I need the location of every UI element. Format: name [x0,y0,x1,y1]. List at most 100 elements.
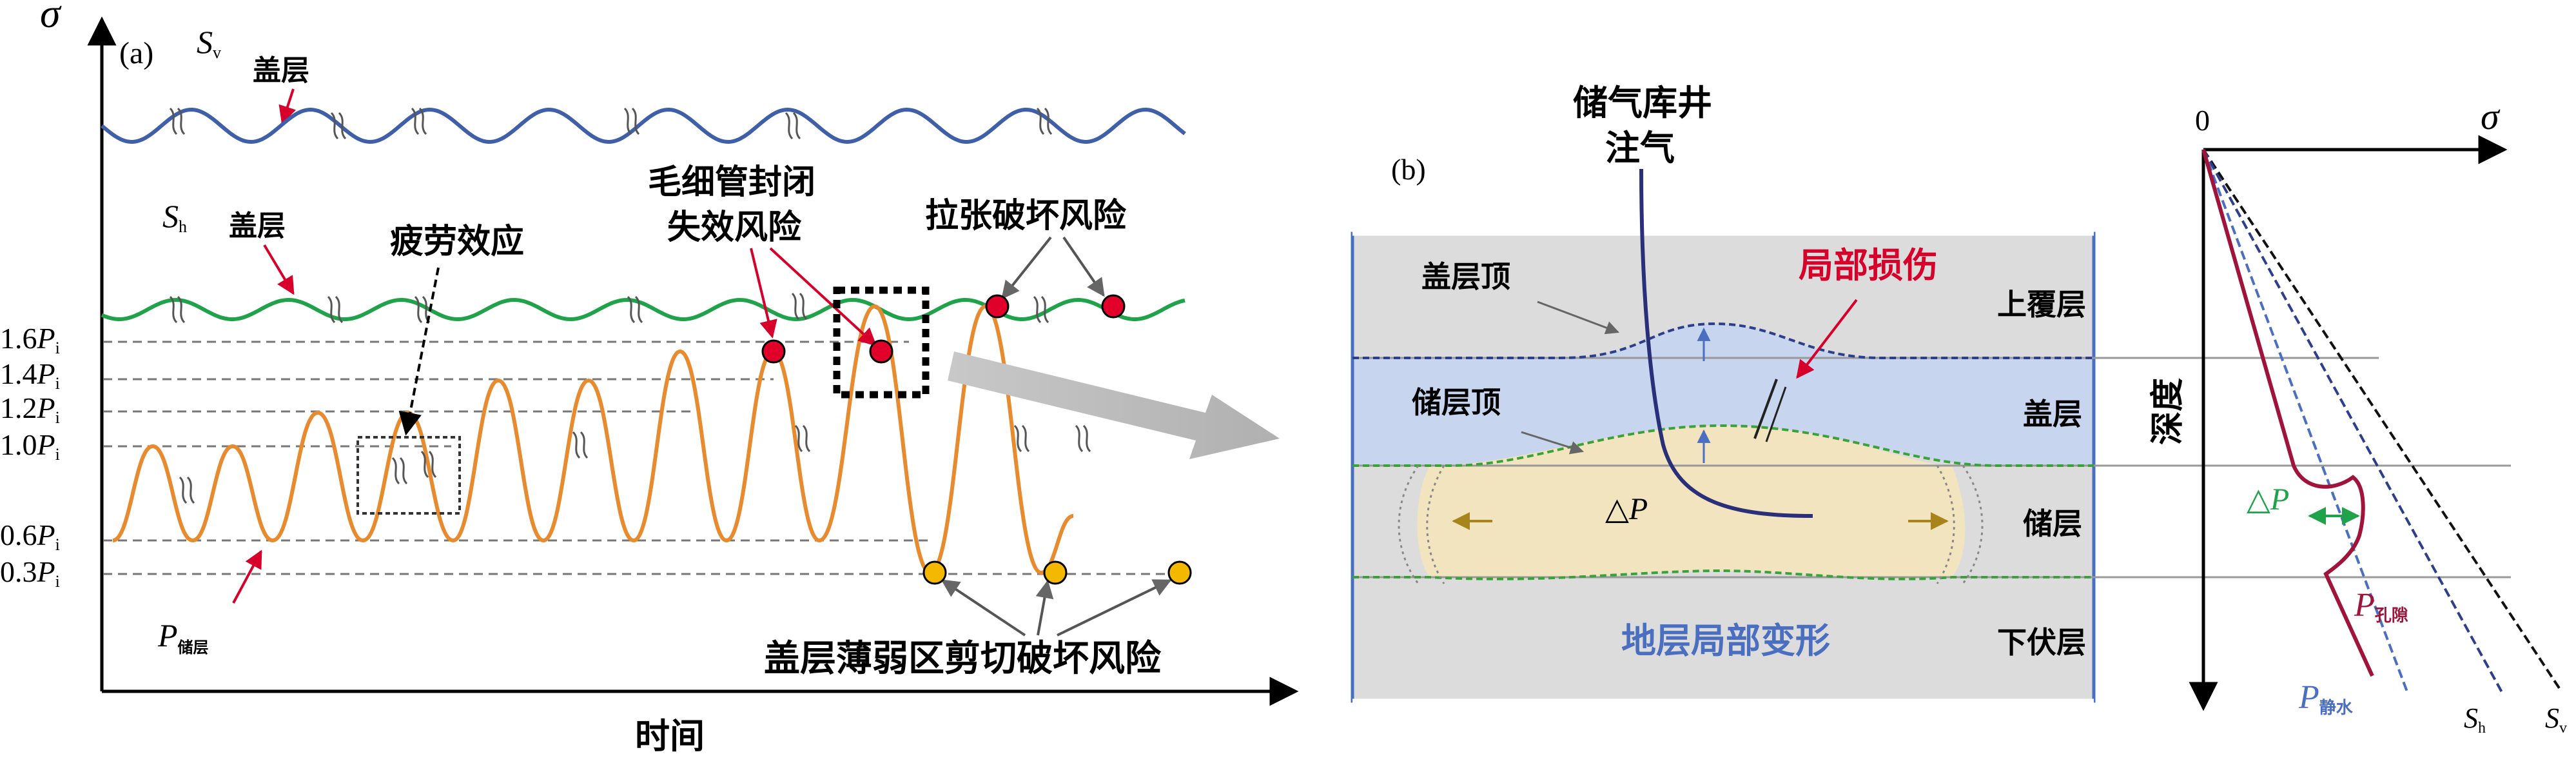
a-sv-label: Sv [197,24,221,62]
a-fatigue-box [356,436,461,515]
a-shear-arrow-2 [1035,580,1054,636]
break-mark [634,295,643,324]
a-focus-box [833,286,930,399]
profile-sh-line [2202,149,2504,694]
a-caprock-label-2: 盖层 [229,210,286,242]
profile-sv-label: Sv [2545,702,2567,736]
a-transition-arrow [948,351,1280,459]
profile-pore-curve [2201,149,2374,677]
break-mark [169,295,178,324]
a-pressure-curve [112,304,1074,575]
break-mark [1021,424,1030,453]
break-mark [338,112,347,140]
break-mark [177,107,186,135]
break-mark [414,295,423,324]
break-mark [335,295,344,324]
a-tensile-label: 拉张破坏风险 [925,197,1127,235]
a-shear-label: 盖层薄弱区剪切破坏风险 [764,638,1162,680]
a-capillary-label-1: 毛细管封闭 [648,163,815,202]
a-shear-arrow-1 [941,579,1026,637]
break-mark [802,424,811,453]
break-mark [623,107,632,135]
panel-a: σ 时间 (a) Sv 盖层 Sh 盖层 1.6Pi 1.4Pi 1.2Pi 1 [0,0,1299,756]
a-sv-curve [101,107,1186,144]
break-mark [1040,295,1049,324]
b-damage-arrow [1796,299,1858,379]
b-cap-top-label: 盖层顶 [1421,259,1510,294]
b-reservoir-bottom-horizon [1352,569,2094,580]
profile-hydro-line [2202,149,2409,694]
level-label-0.6: 0.6Pi [0,519,60,554]
a-caprock-arrow-2 [263,244,295,295]
break-mark [420,450,429,479]
break-mark [177,295,186,324]
level-label-1.2: 1.2Pi [0,391,60,427]
capillary-point-1 [761,339,786,364]
break-mark [399,457,408,485]
profile-origin: 0 [2195,104,2210,137]
profile-sigma: σ [2481,95,2501,137]
b-well-label-2: 注气 [1605,128,1675,168]
a-break-marks [169,107,1091,504]
break-mark [418,107,427,135]
break-mark [799,292,808,321]
break-mark [391,457,400,485]
tensile-point-1 [985,294,1010,319]
b-damage-label: 局部损伤 [1799,245,1938,286]
profile-hydro-label: P静水 [2298,679,2354,718]
tensile-point-2 [1101,294,1126,319]
break-mark [791,292,800,321]
break-mark [792,112,801,140]
a-level-labels: 1.6Pi 1.4Pi 1.2Pi 1.0Pi 0.6Pi 0.3Pi [0,322,60,591]
a-panel-tag: (a) [119,36,153,70]
b-deformation-label: 地层局部变形 [1621,620,1830,661]
break-mark [411,107,420,135]
profile-pore-label: P孔隙 [2354,587,2408,626]
break-mark [572,431,581,459]
break-mark [1082,424,1091,453]
b-reservoir-top-horizon [1352,424,2094,467]
b-layer-caprock: 盖层 [2023,397,2082,431]
b-res-top-arrow [1521,431,1585,455]
a-tensile-arrow-2 [1062,236,1105,297]
a-y-axis-label: σ [40,0,62,36]
b-cap-top-arrow [1537,301,1619,335]
b-layer-underburden: 下伏层 [1997,625,2086,660]
capillary-point-2 [869,339,893,364]
a-capillary-arrow-2 [769,247,877,346]
break-mark [580,431,589,459]
level-label-0.3: 0.3Pi [0,555,60,591]
break-mark [627,295,636,324]
break-mark [169,107,178,135]
panel-b: (b) 储气库井 注气 [1351,83,2511,704]
b-fracture-2 [1765,386,1787,442]
level-label-1.6: 1.6Pi [0,322,60,357]
b-fracture-1 [1753,379,1778,439]
a-shear-arrow-3 [1057,579,1172,637]
b-delta-p: △P [1605,492,1648,526]
a-tensile-arrow-1 [1001,236,1052,300]
profile-depth-label: 深度 [2149,378,2187,445]
break-mark [1013,424,1022,453]
a-markers [761,294,1192,585]
b-panel-tag: (b) [1391,153,1426,186]
break-mark [1075,424,1084,453]
profile-panel: 0 σ 深度 △P P孔隙 P静水 Sh Sv [2149,95,2567,736]
a-sh-curve [101,297,1186,322]
shear-point-2 [1043,560,1068,585]
b-layer-overburden: 上覆层 [1997,287,2086,322]
b-well-label-1: 储气库井 [1573,83,1712,123]
b-caprock-top-horizon [1352,322,2094,359]
a-caprock-label-1: 盖层 [253,54,309,87]
profile-delta-label: △P [2247,482,2289,517]
break-mark [1044,107,1053,135]
shear-point-3 [1167,560,1192,585]
a-fatigue-arrow [398,267,440,436]
profile-sh-label: Sh [2464,702,2486,736]
a-x-axis-label: 时间 [635,716,705,756]
break-mark [1036,107,1045,135]
break-mark [794,424,803,453]
a-sh-label: Sh [162,198,187,236]
break-mark [186,476,195,504]
